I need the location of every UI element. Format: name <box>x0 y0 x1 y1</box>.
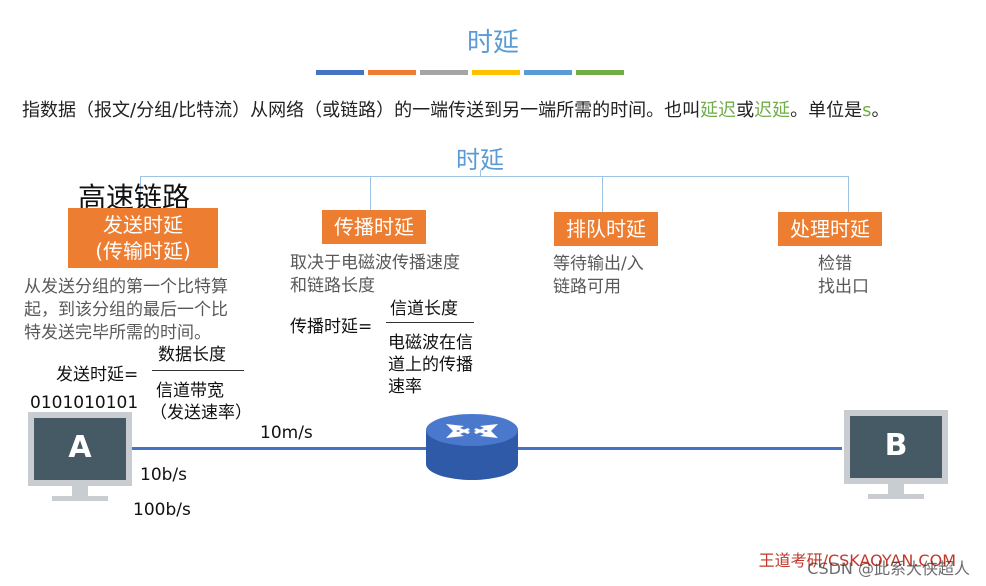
color-bar-6 <box>576 70 624 75</box>
definition-or: 或 <box>736 100 755 121</box>
transmission-desc-line3: 特发送完毕所需的时间。 <box>24 323 211 343</box>
host-a-base <box>52 496 108 501</box>
propagation-formula-fraction-bar <box>386 322 474 323</box>
high-rate-label: 100b/s <box>133 500 191 520</box>
host-b-monitor <box>844 410 948 484</box>
host-b-label: B <box>884 428 908 463</box>
processing-delay-box: 处理时延 <box>778 212 882 246</box>
transmission-delay-description: 从发送分组的第一个比特算 起，到该分组的最后一个比 特发送完毕所需的时间。 <box>24 276 228 345</box>
tree-connector-transmission <box>140 176 141 206</box>
processing-desc-line2: 找出口 <box>818 277 869 297</box>
definition-unit: s <box>862 100 872 121</box>
tree-connector-horizontal <box>140 176 848 177</box>
propagation-delay-label: 传播时延 <box>334 215 414 239</box>
send-formula-fraction-bar <box>152 370 244 371</box>
definition-end: 。 <box>871 100 890 121</box>
definition-part1: 指数据（报文/分组/比特流）从网络（或链路）的一端传送到另一端所需的时间。也叫 <box>22 100 701 121</box>
brand-watermark: 王道考研/CSKAOYAN.COM <box>758 551 956 570</box>
color-bar-1 <box>316 70 364 75</box>
send-formula-denominator: 信道带宽 （发送速率） <box>150 380 252 424</box>
transmission-delay-box: 发送时延 (传输时延) <box>68 208 218 268</box>
propagation-denominator-line1: 电磁波在信 <box>388 333 473 353</box>
queuing-delay-label: 排队时延 <box>566 217 646 241</box>
definition-term-delay: 延迟 <box>700 100 737 121</box>
tree-connector-propagation <box>370 176 371 210</box>
send-denominator-line1: 信道带宽 <box>156 381 224 401</box>
processing-desc-line1: 检错 <box>818 254 852 274</box>
transmission-delay-label: 发送时延 <box>103 213 183 237</box>
router-icon <box>426 414 518 480</box>
transmission-desc-line2: 起，到该分组的最后一个比 <box>24 300 228 320</box>
propagation-desc-line1: 取决于电磁波传播速度 <box>290 253 460 273</box>
host-a-stand <box>72 486 88 496</box>
propagation-desc-line2: 和链路长度 <box>290 276 375 296</box>
color-bar-5 <box>524 70 572 75</box>
host-a-monitor <box>28 412 132 486</box>
color-bar-2 <box>368 70 416 75</box>
csdn-watermark: CSDN @此系大侠超人 <box>807 559 970 578</box>
tree-connector-processing <box>848 176 849 212</box>
propagation-denominator-line3: 速率 <box>388 377 422 397</box>
color-bar-3 <box>420 70 468 75</box>
tree-connector-root <box>480 170 481 177</box>
propagation-denominator-line2: 道上的传播 <box>388 355 473 375</box>
tree-root-title: 时延 <box>456 146 504 174</box>
propagation-formula-lhs: 传播时延= <box>290 317 373 337</box>
queuing-desc-line2: 链路可用 <box>553 277 621 297</box>
bit-stream: 0101010101 <box>30 393 139 413</box>
low-rate-label: 10b/s <box>140 465 188 485</box>
host-b-base <box>868 494 924 499</box>
send-formula-lhs: 发送时延= <box>56 365 139 385</box>
page-title: 时延 <box>466 28 519 58</box>
send-denominator-line2: （发送速率） <box>150 403 252 423</box>
host-a-label: A <box>68 430 92 465</box>
definition-text: 指数据（报文/分组/比特流）从网络（或链路）的一端传送到另一端所需的时间。也叫延… <box>22 96 890 122</box>
host-b-stand <box>888 484 904 494</box>
propagation-speed-label: 10m/s <box>260 423 313 443</box>
queuing-desc-line1: 等待输出/入 <box>553 254 644 274</box>
tree-connector-queuing <box>602 176 603 212</box>
propagation-formula-denominator: 电磁波在信 道上的传播 速率 <box>388 332 473 398</box>
transmission-delay-alt-label: (传输时延) <box>95 239 191 263</box>
propagation-formula-numerator: 信道长度 <box>390 299 458 319</box>
definition-term-lag: 迟延 <box>754 100 791 121</box>
send-formula-numerator: 数据长度 <box>158 345 226 365</box>
propagation-delay-description: 取决于电磁波传播速度 和链路长度 <box>290 252 460 298</box>
color-bar-4 <box>472 70 520 75</box>
processing-delay-description: 检错 找出口 <box>818 253 869 299</box>
queuing-delay-box: 排队时延 <box>554 212 658 246</box>
transmission-desc-line1: 从发送分组的第一个比特算 <box>24 277 228 297</box>
propagation-delay-box: 传播时延 <box>322 210 426 244</box>
queuing-delay-description: 等待输出/入 链路可用 <box>553 253 644 299</box>
definition-part2: 。单位是 <box>790 100 863 121</box>
processing-delay-label: 处理时延 <box>790 217 870 241</box>
